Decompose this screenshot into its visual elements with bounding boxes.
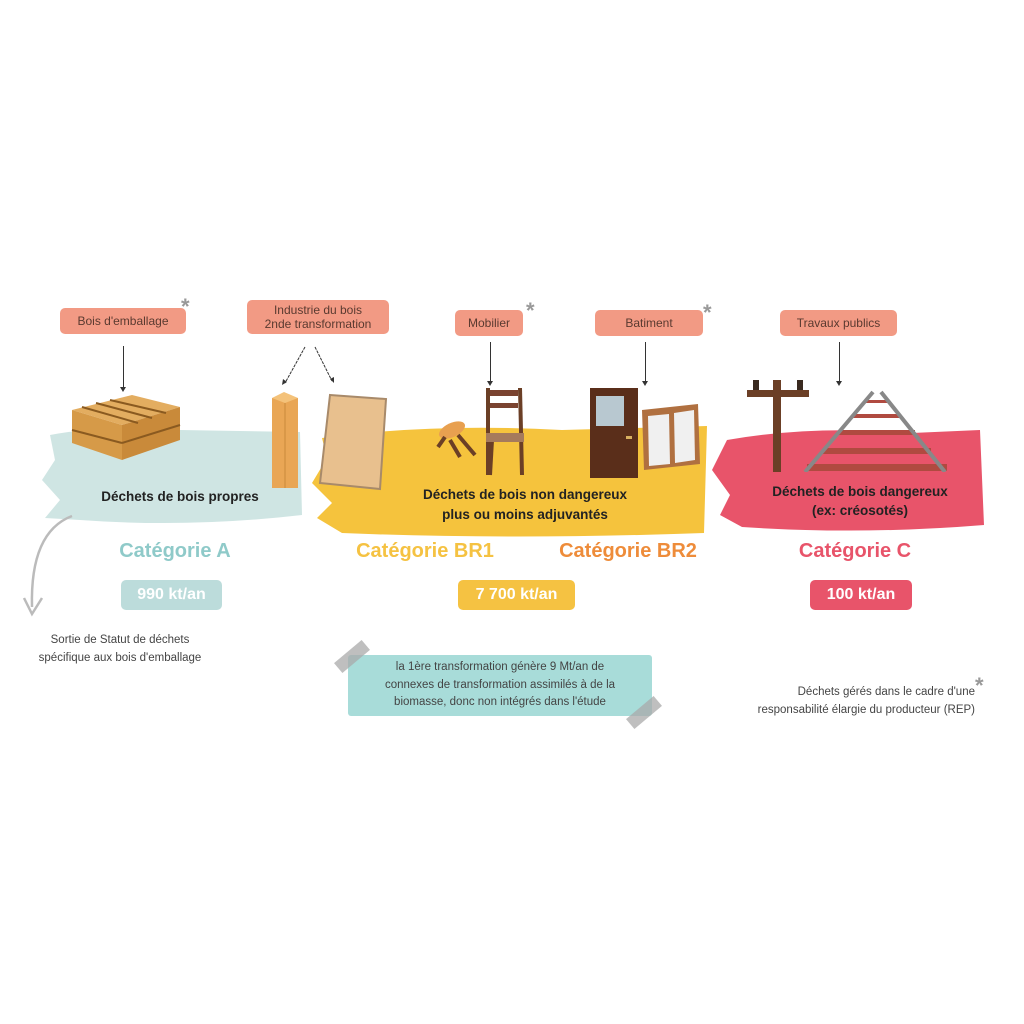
category-br2-title: Catégorie BR2 <box>559 540 697 562</box>
volume-badge-c: 100 kt/an <box>810 580 912 610</box>
door-window-icon <box>590 388 700 478</box>
split-arrow-icon <box>282 346 334 385</box>
arrow-down-icon <box>120 346 126 392</box>
note-rep-line1: Déchets gérés dans le cadre d'une <box>797 686 975 698</box>
tag-travaux-publics: Travaux publics <box>780 310 897 336</box>
tag-industrie-line2: 2nde transformation <box>264 317 372 331</box>
tag-mobilier: Mobilier <box>455 310 523 336</box>
band-text-a: Déchets de bois propres <box>101 489 259 504</box>
band-text-br-line2: plus ou moins adjuvantés <box>442 507 608 522</box>
category-c-title: Catégorie C <box>798 540 912 562</box>
band-text-br-line1: Déchets de bois non dangereux <box>422 487 628 502</box>
volume-badge-a: 990 kt/an <box>121 580 222 610</box>
pallet-icon <box>71 395 181 460</box>
note-sortie-statut: Sortie de Statut de déchets spécifique a… <box>15 631 225 667</box>
wood-board-icon <box>318 393 388 491</box>
arrow-down-icon <box>642 342 648 386</box>
tag-industrie-line1: Industrie du bois <box>273 303 363 317</box>
rep-asterisk-icon: * <box>703 300 712 325</box>
pole-railway-icon <box>747 380 947 472</box>
band-text-c-line1: Déchets de bois dangereux <box>772 484 948 499</box>
category-a-title: Catégorie A <box>119 540 231 562</box>
note-transfo-line1: la 1ère transformation génère 9 Mt/an de <box>395 661 605 673</box>
curved-arrow-icon <box>22 514 73 617</box>
note-rep-line2: responsabilité élargie du producteur (RE… <box>757 704 975 716</box>
band-text-c-line2: (ex: créosotés) <box>811 503 909 518</box>
category-br1-title: Catégorie BR1 <box>356 540 494 562</box>
tag-industrie-bois: Industrie du bois 2nde transformation <box>247 300 389 334</box>
rep-asterisk-icon: * <box>526 298 535 323</box>
chair-stool-icon <box>436 387 524 476</box>
volume-badge-br: 7 700 kt/an <box>458 580 575 610</box>
band-text-c: Déchets de bois dangereux (ex: créosotés… <box>740 482 980 520</box>
band-text-br: Déchets de bois non dangereux plus ou mo… <box>360 485 690 525</box>
rep-asterisk-icon: * <box>975 673 984 698</box>
note-premiere-transformation: la 1ère transformation génère 9 Mt/an de… <box>348 655 652 716</box>
note-transfo-line3: biomasse, donc non intégrés dans l'étude <box>394 696 606 708</box>
wood-plank-icon <box>272 392 298 488</box>
note-sortie-line2: spécifique aux bois d'emballage <box>38 652 202 664</box>
tag-bois-emballage: Bois d'emballage <box>60 308 186 334</box>
note-rep: Déchets gérés dans le cadre d'une respon… <box>700 683 975 719</box>
rep-asterisk-icon: * <box>181 294 190 319</box>
arrow-down-icon <box>487 342 493 386</box>
arrow-down-icon <box>836 342 842 386</box>
tag-batiment: Batiment <box>595 310 703 336</box>
note-sortie-line1: Sortie de Statut de déchets <box>50 634 190 646</box>
note-transfo-line2: connexes de transformation assimilés à d… <box>384 678 616 691</box>
